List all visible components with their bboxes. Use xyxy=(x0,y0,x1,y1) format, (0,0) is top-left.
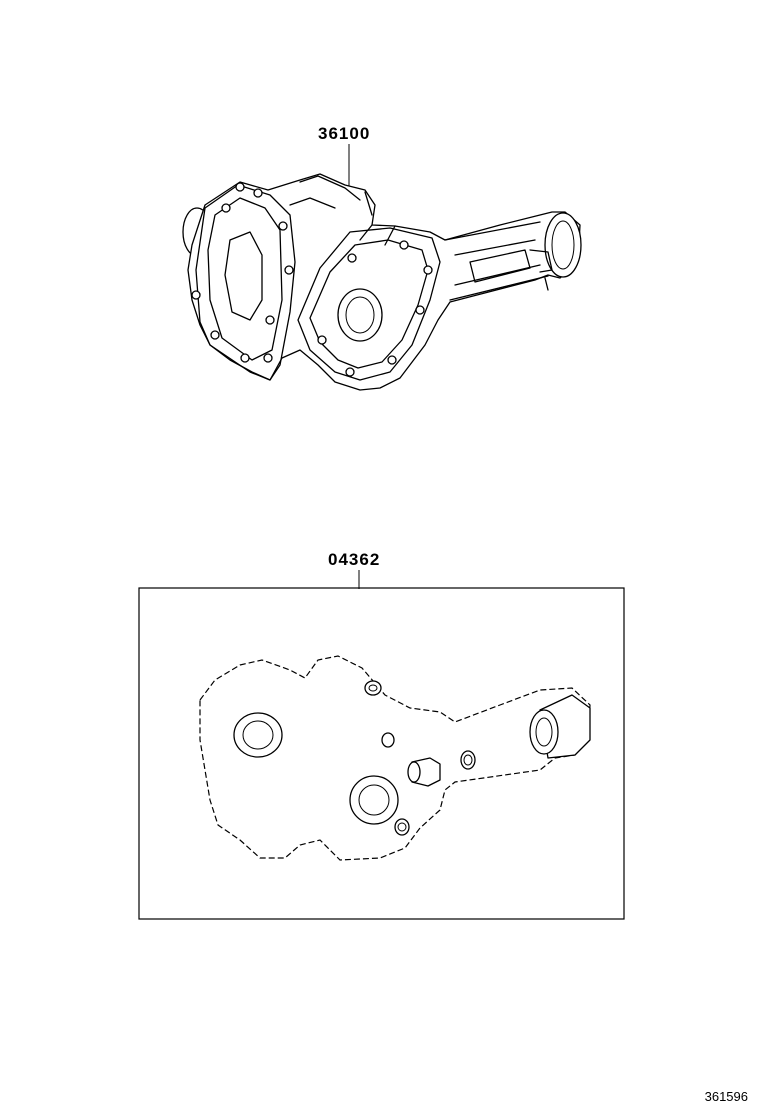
diagram-reference-number: 361596 xyxy=(704,1089,748,1104)
transfer-assembly-drawing xyxy=(182,173,582,391)
part-label-04362[interactable]: 04362 xyxy=(328,550,381,569)
gasket-kit-drawing xyxy=(199,655,591,861)
gasket-kit-box xyxy=(138,587,625,920)
part-label-36100[interactable]: 36100 xyxy=(318,124,371,143)
